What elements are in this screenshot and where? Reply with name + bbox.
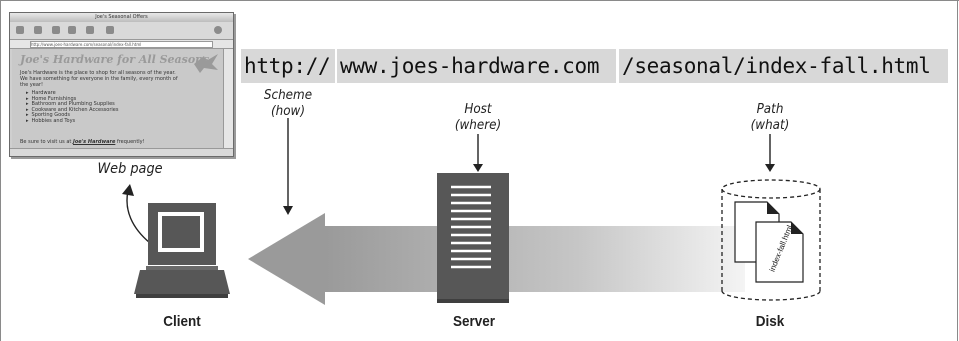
thumbnail-heading: Joe's Hardware for All Seasons bbox=[20, 53, 210, 66]
browser-logo-icon bbox=[214, 26, 222, 34]
thumbnail-intro: Joe's Hardware is the place to shop for … bbox=[20, 70, 178, 88]
print-icon bbox=[106, 26, 114, 34]
path-label: Path(what) bbox=[750, 102, 790, 133]
document-front-icon bbox=[755, 221, 804, 283]
web-page-label: Web page bbox=[97, 161, 163, 177]
disk-label: Disk bbox=[755, 313, 785, 330]
frame-right-border bbox=[957, 0, 958, 341]
thumbnail-footer: Be sure to visit us at Joe's Hardware fr… bbox=[20, 139, 145, 145]
response-flow-arrow bbox=[248, 213, 745, 305]
refresh-icon bbox=[68, 26, 76, 34]
client-computer-icon bbox=[134, 203, 230, 298]
thumbnail-toolbar bbox=[10, 22, 233, 40]
url-scheme: http:// bbox=[244, 54, 331, 78]
list-item: Bathroom and Plumbing Supplies bbox=[26, 101, 118, 108]
thumbnail-status-bar bbox=[10, 148, 233, 156]
host-label: Host(where) bbox=[454, 102, 502, 133]
url-path-box: /seasonal/index-fall.html bbox=[619, 49, 948, 83]
thumbnail-page-content: Joe's Hardware for All Seasons Joe's Har… bbox=[12, 49, 223, 149]
scheme-pointer-arrow bbox=[283, 118, 293, 215]
thumbnail-category-list: Hardware Home Furnishings Bathroom and P… bbox=[26, 90, 119, 125]
url-scheme-box: http:// bbox=[241, 49, 335, 83]
back-icon bbox=[16, 26, 24, 34]
thumbnail-address-field: http://www.joes-hardware.com/seasonal/in… bbox=[30, 41, 213, 48]
web-page-thumbnail: Joe's Seasonal Offers http://www.joes-ha… bbox=[9, 12, 234, 157]
thumbnail-scrollbar bbox=[223, 49, 233, 149]
stop-icon bbox=[52, 26, 60, 34]
list-item: Cookware and Kitchen Accessories bbox=[26, 107, 119, 114]
leaf-icon bbox=[194, 54, 218, 73]
url-host-box: www.joes-hardware.com bbox=[337, 49, 616, 83]
server-icon bbox=[437, 173, 509, 303]
home-icon bbox=[86, 26, 94, 34]
frame-top-border bbox=[0, 0, 959, 1]
thumbnail-address-bar: http://www.joes-hardware.com/seasonal/in… bbox=[10, 40, 233, 49]
scheme-label: Scheme(how) bbox=[263, 88, 313, 119]
path-pointer-arrow bbox=[765, 134, 775, 172]
server-label: Server bbox=[452, 313, 496, 330]
list-item: Hobbies and Toys bbox=[26, 118, 118, 125]
url-path: /seasonal/index-fall.html bbox=[622, 54, 931, 78]
list-item: Sporting Goods bbox=[26, 112, 118, 119]
list-item: Hardware bbox=[26, 90, 118, 97]
list-item: Home Furnishings bbox=[26, 96, 118, 103]
client-to-webpage-arrow bbox=[122, 184, 151, 244]
thumbnail-window-title: Joe's Seasonal Offers bbox=[10, 13, 233, 22]
frame-left-border bbox=[0, 0, 1, 341]
disk-icon bbox=[721, 179, 821, 301]
client-label: Client bbox=[163, 313, 201, 330]
thumbnail-footer-link: Joe's Hardware bbox=[72, 139, 116, 145]
forward-icon bbox=[34, 26, 42, 34]
host-pointer-arrow bbox=[473, 134, 483, 172]
url-host: www.joes-hardware.com bbox=[340, 54, 600, 78]
